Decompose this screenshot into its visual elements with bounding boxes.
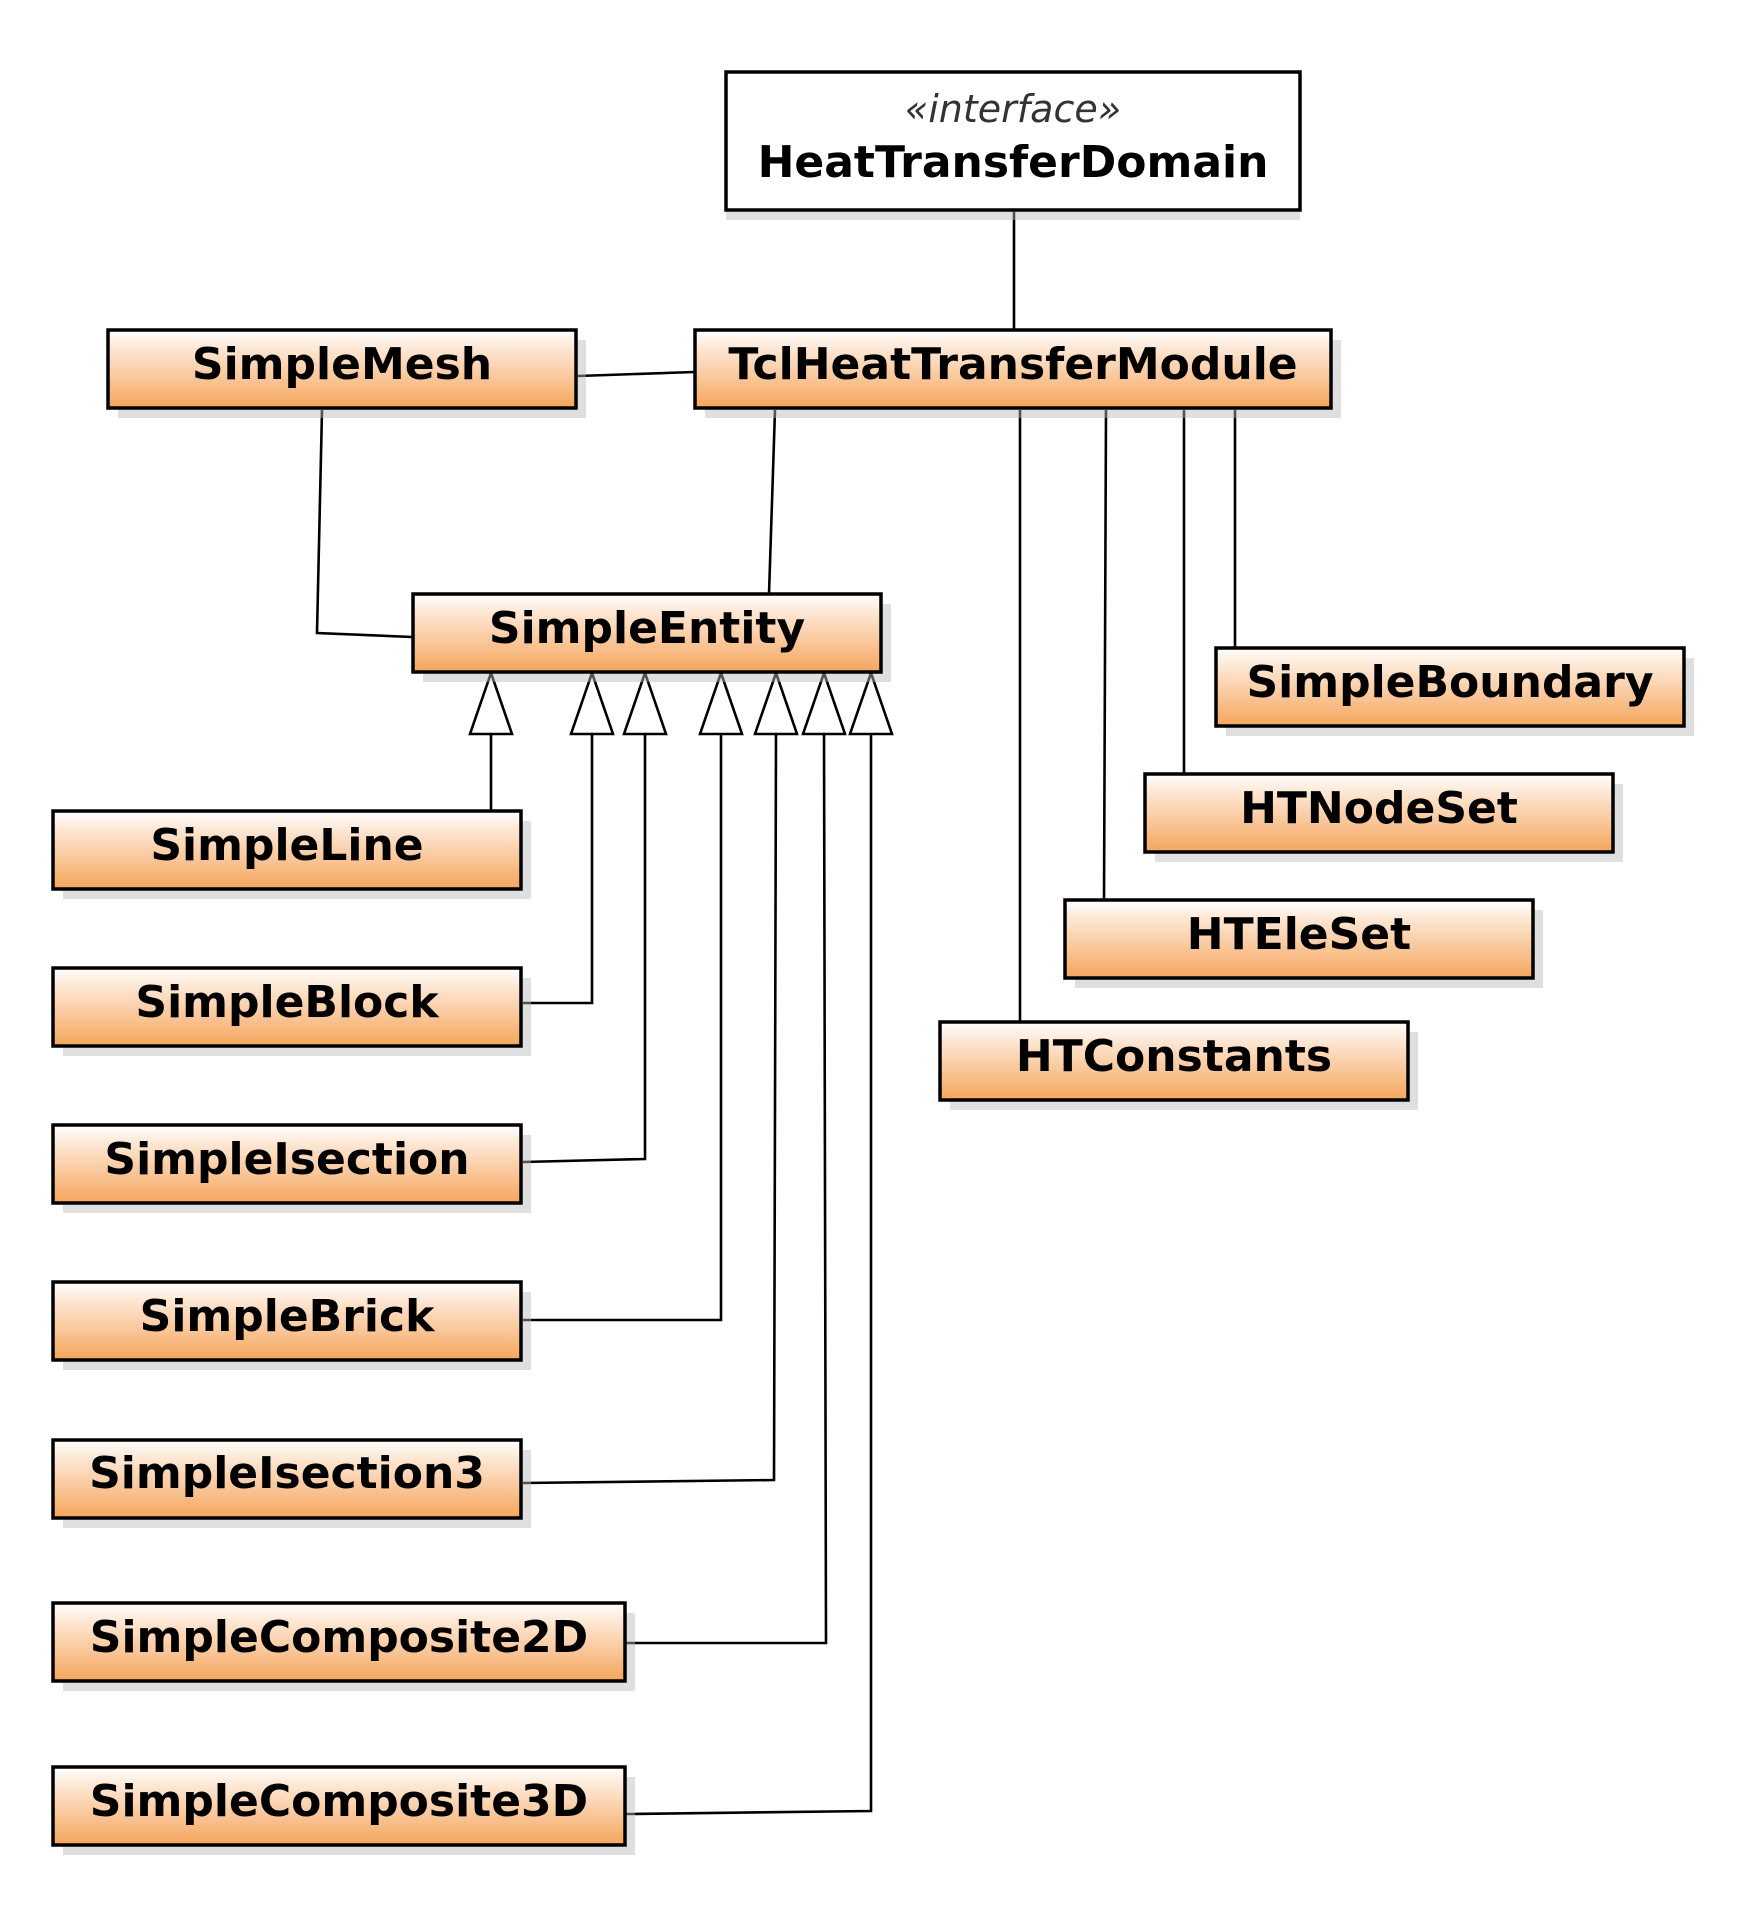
generalization-arrowhead [569, 669, 615, 736]
class-simple-mesh[interactable]: SimpleMesh [106, 328, 586, 418]
link-mesh-module [577, 370, 695, 378]
class-box [1063, 898, 1535, 980]
class-tcl-heat-transfer-module[interactable]: TclHeatTransferModule [693, 328, 1341, 418]
generalization-simpleblock [523, 734, 594, 1005]
generalization-arrowhead [753, 669, 799, 736]
generalization-arrowhead [468, 669, 514, 736]
class-box [51, 1438, 523, 1520]
class-name: HTNodeSet [1240, 783, 1518, 834]
class-name: SimpleMesh [192, 339, 492, 390]
class-ht-constants[interactable]: HTConstants [938, 1020, 1418, 1110]
generalization-simplecomposite2d [626, 733, 828, 1645]
interface-heat-transfer-domain[interactable]: «interface» HeatTransferDomain [724, 70, 1302, 220]
class-name: SimpleComposite2D [90, 1612, 588, 1663]
link-module-hteleset [1102, 409, 1108, 901]
generalization-simplebrick [523, 734, 723, 1322]
class-simple-boundary[interactable]: SimpleBoundary [1214, 646, 1694, 736]
generalization-arrowhead [801, 669, 847, 736]
class-simple-brick[interactable]: SimpleBrick [51, 1280, 531, 1370]
interface-box [724, 70, 1302, 212]
class-name: HTEleSet [1187, 909, 1411, 960]
class-name: SimpleComposite3D [90, 1776, 588, 1827]
class-box [51, 1765, 627, 1847]
class-name: SimpleLine [150, 820, 423, 871]
class-name: SimpleIsection [104, 1134, 469, 1185]
generalization-arrowhead [848, 669, 894, 736]
link-mesh-entity [315, 409, 413, 639]
generalization-simpleisection3d [522, 733, 778, 1485]
class-box [51, 1280, 523, 1362]
class-name: TclHeatTransferModule [728, 339, 1297, 390]
interface-stereotype: «interface» [905, 87, 1121, 131]
class-ht-ele-set[interactable]: HTEleSet [1063, 898, 1543, 988]
class-box [106, 328, 578, 410]
class-name: SimpleBrick [140, 1291, 436, 1342]
generalization-arrowhead [698, 669, 744, 736]
class-box [51, 1601, 627, 1683]
class-box [1214, 646, 1686, 728]
class-box [51, 966, 523, 1048]
class-simple-composite3d[interactable]: SimpleComposite3D [51, 1765, 635, 1855]
class-box [51, 1123, 523, 1205]
class-box [1143, 772, 1615, 854]
connectors [315, 212, 1237, 1816]
class-box [411, 592, 883, 674]
class-simple-isection3d[interactable]: SimpleIsection3 [51, 1438, 531, 1528]
class-simple-entity[interactable]: SimpleEntity [411, 592, 891, 682]
class-box [693, 328, 1333, 410]
class-simple-isection[interactable]: SimpleIsection [51, 1123, 531, 1213]
class-name: SimpleEntity [489, 603, 805, 654]
class-name: HTConstants [1016, 1031, 1332, 1082]
interface-name: HeatTransferDomain [758, 137, 1269, 188]
generalization-simplecomposite3d [625, 734, 873, 1816]
class-name: SimpleBlock [135, 977, 440, 1028]
link-module-entity [767, 409, 777, 595]
class-simple-block[interactable]: SimpleBlock [51, 966, 531, 1056]
class-name: SimpleIsection3 [89, 1448, 485, 1499]
class-box [51, 809, 523, 891]
class-simple-line[interactable]: SimpleLine [51, 809, 531, 899]
class-simple-composite2d[interactable]: SimpleComposite2D [51, 1601, 635, 1691]
class-box [938, 1020, 1410, 1102]
generalization-arrowhead [622, 669, 668, 736]
class-ht-node-set[interactable]: HTNodeSet [1143, 772, 1623, 862]
class-name: SimpleBoundary [1246, 657, 1653, 708]
generalization-simpleisection [522, 734, 647, 1164]
